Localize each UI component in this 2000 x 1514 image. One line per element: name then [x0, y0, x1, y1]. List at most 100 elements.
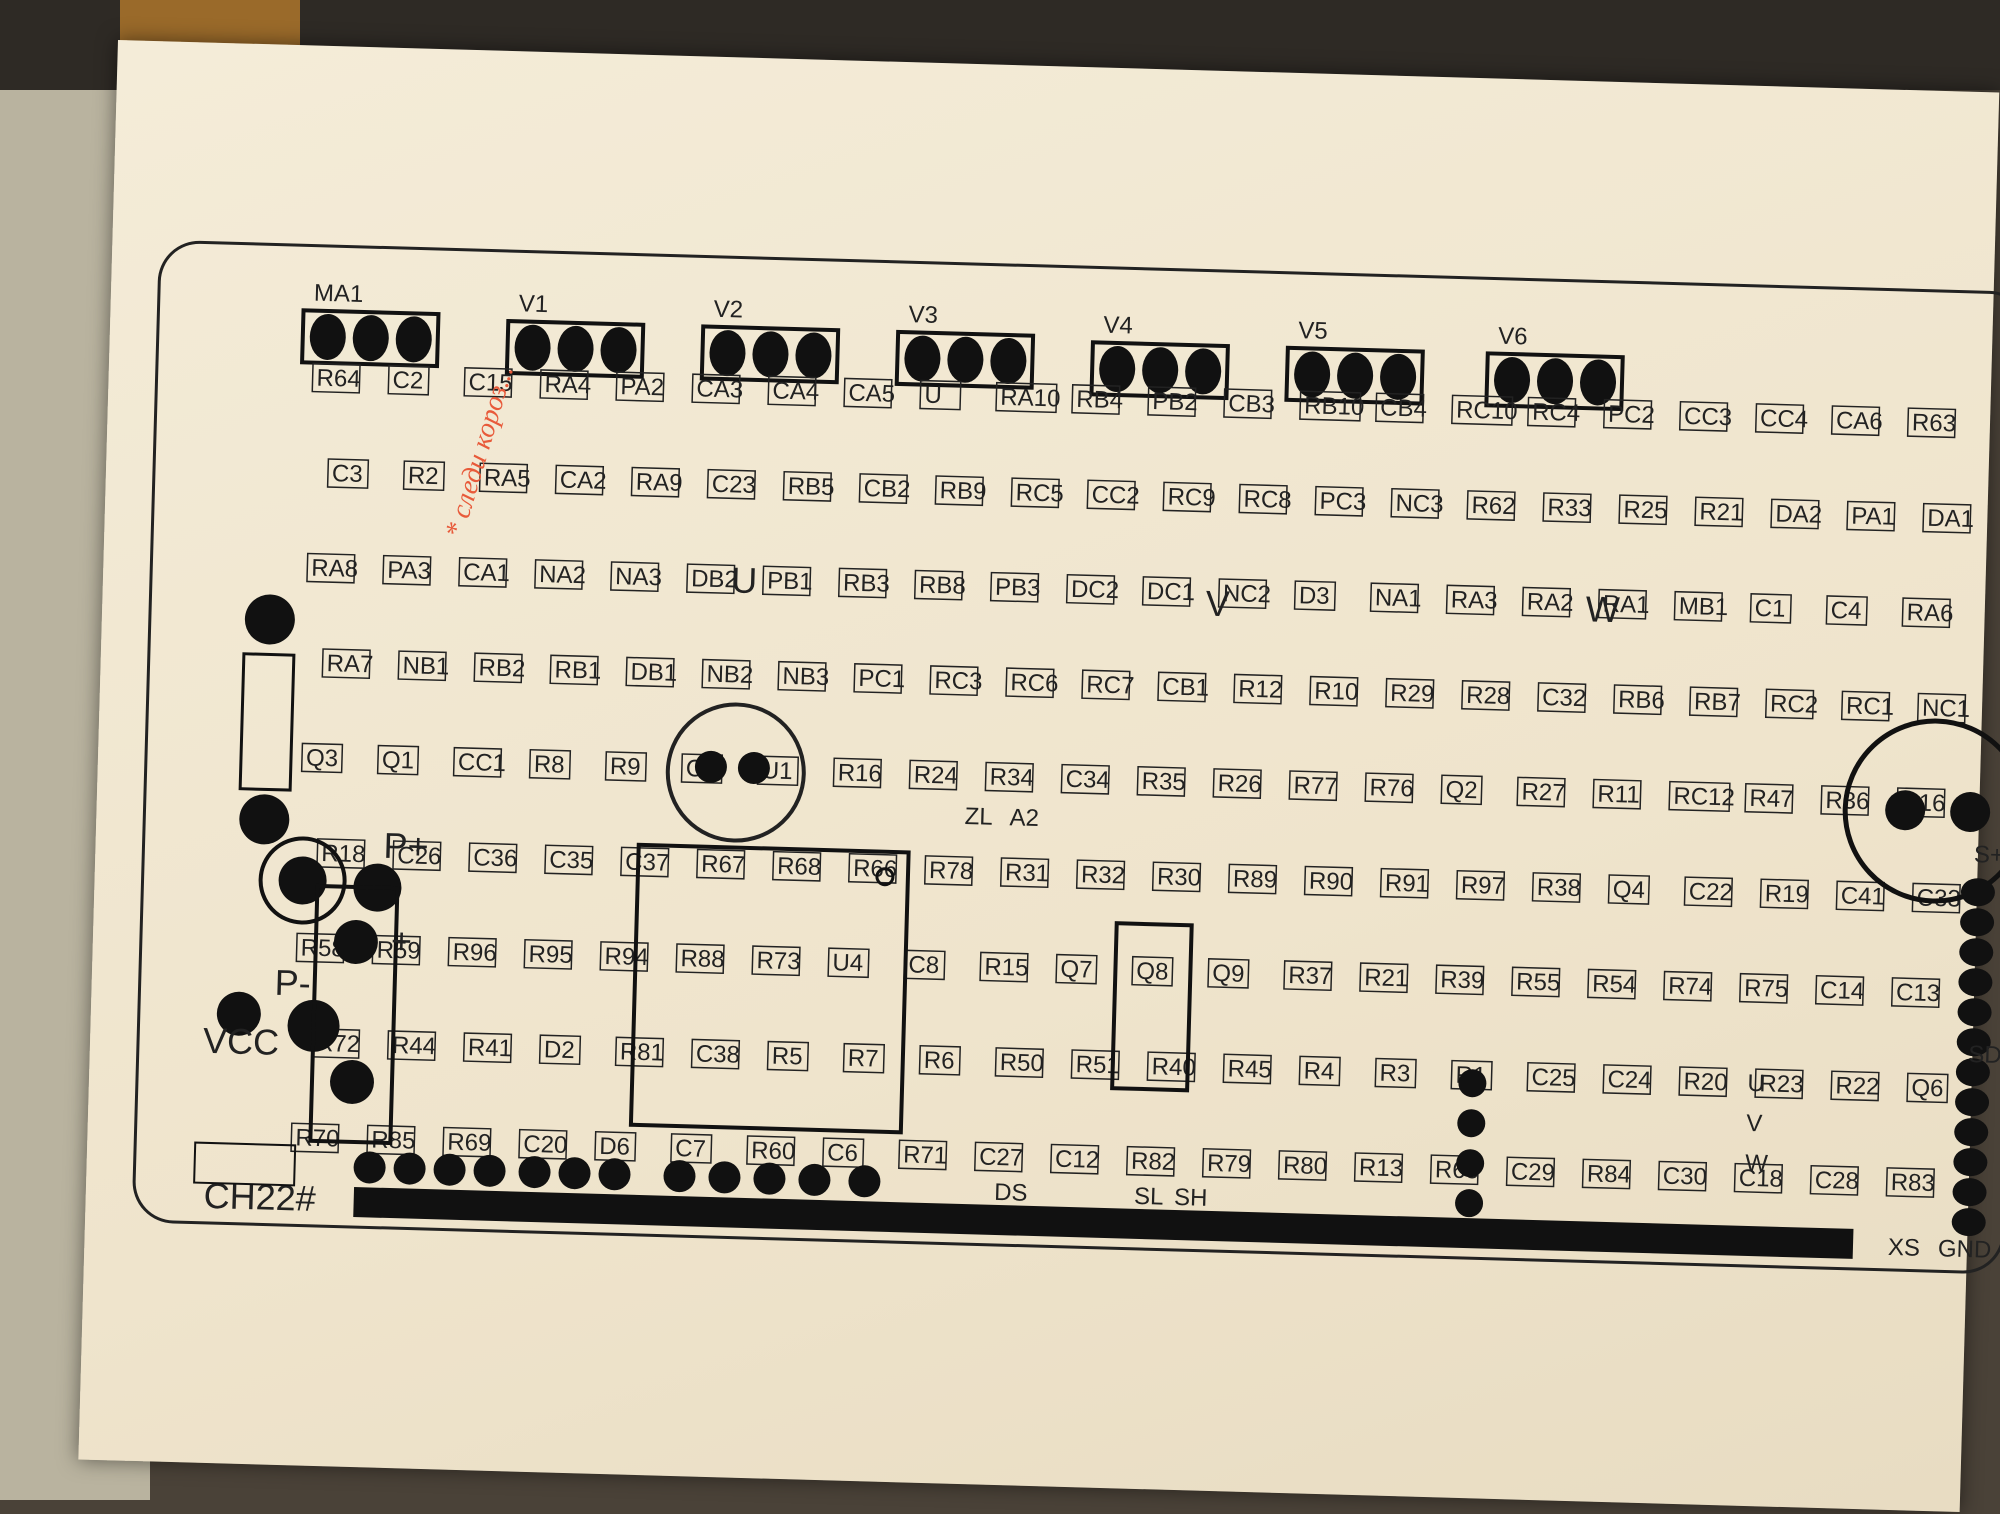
part-label: PB2 — [1152, 388, 1198, 416]
right-pad — [1954, 1118, 1989, 1147]
connector-pad — [947, 336, 984, 383]
part-c3: C3 — [326, 458, 370, 489]
part-label: C32 — [1542, 684, 1587, 712]
part-label: R94 — [604, 943, 649, 971]
part-pa1: PA1 — [1846, 500, 1896, 532]
part-label: R9 — [610, 753, 641, 781]
part-r70: R70 — [290, 1122, 340, 1154]
resistor-r62 — [238, 652, 296, 792]
part-ra2: RA2 — [1521, 586, 1574, 618]
part-label: RC9 — [1167, 483, 1216, 511]
right-pad — [1955, 1058, 1990, 1087]
part-label: C23 — [711, 471, 756, 499]
part-label: R96 — [452, 939, 497, 967]
part-c29: C29 — [1505, 1156, 1555, 1188]
r62-pad-bottom — [239, 794, 290, 845]
part-label: NA3 — [615, 563, 662, 591]
bottom-pad — [558, 1157, 591, 1190]
part-label: NC3 — [1395, 490, 1444, 518]
part-r7: R7 — [842, 1042, 886, 1074]
part-label: R97 — [1461, 872, 1506, 900]
connector-pad — [600, 327, 637, 374]
part-na1: NA1 — [1369, 582, 1422, 614]
part-r39: R39 — [1435, 964, 1485, 996]
part-label: R54 — [1592, 971, 1637, 999]
connector-label-v6: V6 — [1498, 323, 1528, 351]
label-s-plus: S+ — [1974, 841, 2000, 869]
part-r29: R29 — [1385, 677, 1435, 709]
part-label: C15 — [468, 369, 513, 397]
bottom-pad — [433, 1153, 466, 1186]
board-name: CH22# — [203, 1175, 316, 1219]
part-label: R18 — [321, 840, 366, 868]
part-label: R66 — [853, 855, 898, 883]
part-label: R71 — [903, 1141, 948, 1169]
part-r31: R31 — [999, 857, 1049, 889]
connector-label-ma1: MA1 — [314, 280, 364, 308]
part-da2: DA2 — [1770, 498, 1822, 530]
part-cb3: CB3 — [1223, 388, 1275, 420]
part-ra1: RA1 — [1597, 588, 1650, 620]
part-label: DB2 — [691, 565, 738, 593]
part-label: C22 — [1688, 878, 1733, 906]
part-label: R60 — [751, 1137, 796, 1165]
part-ra3: RA3 — [1445, 584, 1498, 616]
part-dc1: DC1 — [1141, 576, 1195, 607]
part-label: C38 — [696, 1041, 741, 1069]
part-label: NB2 — [706, 661, 753, 689]
part-label: C34 — [1065, 766, 1110, 794]
part-r38: R38 — [1531, 872, 1581, 903]
part-c41: C41 — [1835, 880, 1885, 912]
connector-pad — [904, 335, 941, 382]
connector-pad — [1142, 347, 1179, 394]
part-ra9: RA9 — [630, 466, 683, 498]
part-label: R45 — [1227, 1055, 1272, 1083]
part-label: RA10 — [1000, 384, 1061, 413]
part-label: U4 — [832, 949, 863, 977]
part-c18: C18 — [1733, 1162, 1783, 1194]
bottom-trace-bar — [353, 1187, 1854, 1259]
part-d3: D3 — [1293, 580, 1337, 611]
phase-pad — [1458, 1069, 1487, 1098]
part-label: C28 — [1814, 1167, 1859, 1195]
part-label: Q6 — [1911, 1074, 1944, 1102]
part-label: CA5 — [848, 380, 895, 408]
part-r85: R85 — [366, 1124, 416, 1156]
part-label: R7 — [847, 1045, 878, 1073]
label-sh: SH — [1174, 1184, 1208, 1212]
part-label: R10 — [1314, 678, 1359, 706]
part-r60: R60 — [746, 1135, 796, 1167]
part-r50: R50 — [994, 1047, 1044, 1078]
part-c8: C8 — [903, 949, 946, 981]
label-sl: SL — [1134, 1183, 1164, 1211]
part-label: CA1 — [463, 559, 510, 587]
part-c15: C15 — [463, 367, 513, 398]
chip-u4 — [1110, 921, 1194, 1093]
part-label: C14 — [1820, 977, 1865, 1005]
part-ca4: CA4 — [767, 375, 820, 407]
part-label: R77 — [1293, 772, 1338, 800]
bottom-pad — [798, 1163, 831, 1196]
part-q9: Q9 — [1207, 958, 1250, 989]
label-phase-u: U — [731, 559, 758, 601]
bottom-pad — [473, 1154, 506, 1187]
part-label: R37 — [1288, 962, 1333, 990]
part-ra5: RA5 — [478, 462, 531, 494]
part-r74: R74 — [1663, 970, 1713, 1002]
part-u: U — [919, 379, 962, 411]
part-db2: DB2 — [686, 563, 738, 595]
part-rb6: RB6 — [1613, 684, 1665, 716]
part-label: NC2 — [1223, 580, 1272, 608]
part-r78: R78 — [923, 855, 974, 886]
connector-pad — [1185, 348, 1222, 395]
part-label: NB3 — [782, 663, 829, 691]
part-label: R30 — [1157, 863, 1202, 891]
part-label: DA2 — [1775, 500, 1822, 528]
part-r75: R75 — [1739, 972, 1789, 1004]
part-r91: R91 — [1379, 867, 1429, 899]
part-label: R35 — [1141, 768, 1186, 796]
label-p-plus: P+ — [383, 825, 429, 867]
part-label: R75 — [1744, 975, 1789, 1003]
